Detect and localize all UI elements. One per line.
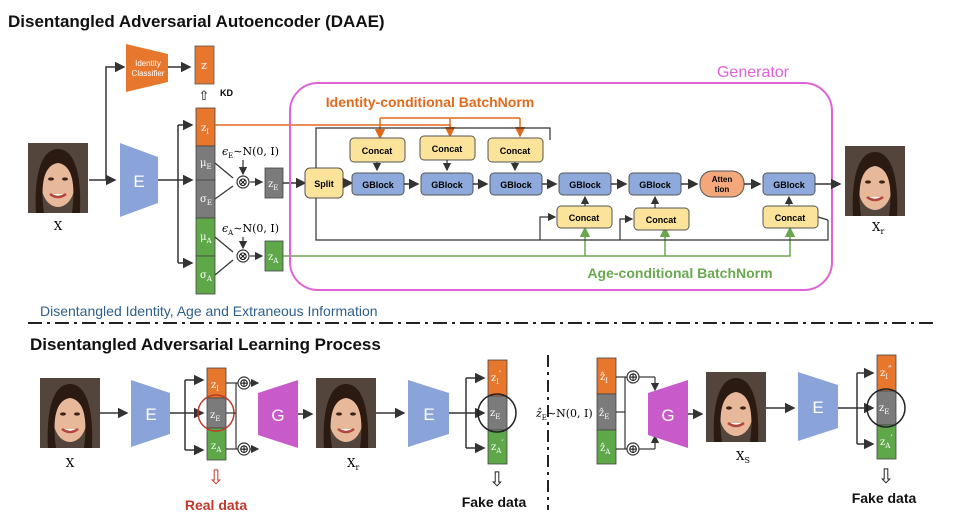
encoder-top-label: E [133,172,144,191]
svg-text:GBlock: GBlock [500,180,533,190]
process-title: Disentangled Adversarial Learning Proces… [30,335,381,354]
svg-text:⊗: ⊗ [238,249,248,263]
svg-text:⊕: ⊕ [239,376,249,390]
identity-classifier-label-1: Identity [135,59,161,68]
svg-text:GBlock: GBlock [362,180,395,190]
bottom-xr-face [314,376,378,450]
bottom-encoder-3 [798,372,838,441]
bl-zI-box [206,367,227,399]
latent-zI: zI [201,123,209,136]
svg-text:Concat: Concat [362,146,393,156]
bottom-xr-label: Xr [347,456,360,472]
svg-text:Concat: Concat [432,144,463,154]
svg-text:Concat: Concat [646,215,677,225]
main-title: Disentangled Adversarial Autoencoder (DA… [8,12,385,31]
br-zhatA-box [596,429,617,465]
svg-text:⊕: ⊕ [628,370,638,384]
age-bn-label: Age-conditional BatchNorm [587,265,772,281]
input-face-image [26,141,90,215]
fake-data-label-2: Fake data [852,490,917,506]
latent-sigmaE: σE [200,194,212,207]
bottom-encoder-1 [131,380,170,447]
identity-bn-label: Identity-conditional BatchNorm [326,94,534,110]
svg-text:zA′: zA′ [491,439,504,455]
eps-A-label: ϵA∼N(0, I) [222,222,279,237]
kd-arrow-icon: ⇧ [199,88,210,103]
fake-data-circle-1 [477,393,517,433]
svg-text:GBlock: GBlock [639,180,672,190]
info-subtitle: Disentangled Identity, Age and Extraneou… [40,303,378,319]
concat-block-5 [633,207,690,231]
svg-text:Split: Split [314,179,334,189]
identity-z-box [194,45,215,85]
svg-text:tion: tion [715,185,730,194]
identity-z-label: z [201,59,207,72]
svg-text:G: G [271,406,284,425]
svg-text:ẑI: ẑI [600,372,608,385]
svg-text:Concat: Concat [569,213,600,223]
identity-classifier [126,44,168,92]
svg-text:⊕: ⊕ [239,442,249,456]
svg-text:zE: zE [490,408,500,421]
otimes-E-icon [236,175,250,189]
fake-data-circle-2 [866,388,906,428]
bl-zA-box [206,427,227,461]
generator-label: Generator [717,64,790,81]
fake-data-label-1: Fake data [462,494,527,510]
output-face-image [843,144,907,218]
svg-text:⊗: ⊗ [238,175,248,189]
svg-text:GBlock: GBlock [431,180,464,190]
svg-text:zI: zI [211,380,219,393]
bottom-generator-2 [648,380,688,448]
bottom-xs-label: XS [736,449,750,465]
svg-text:Concat: Concat [775,213,806,223]
svg-text:E: E [812,398,823,417]
bottom-encoder-2 [408,380,449,447]
svg-text:zA′: zA′ [880,434,893,450]
output-xr-label: Xr [872,220,885,236]
svg-text:GBlock: GBlock [773,180,806,190]
svg-text:zI′: zI′ [491,370,502,386]
eps-E-label: ϵE∼N(0, I) [222,145,279,160]
bottom-generator-1 [258,380,298,448]
f1-zA-box [487,429,508,465]
bottom-x-label: X [66,456,75,470]
real-data-label: Real data [185,497,247,513]
encoder-top [120,143,158,217]
svg-text:zI″: zI″ [880,365,892,381]
fake-arrow-icon-2: ⇩ [878,466,895,488]
svg-text:E: E [145,405,156,424]
bottom-xs-face [704,370,768,444]
zE-label: zE [268,179,278,192]
svg-text:G: G [661,406,674,425]
svg-text:GBlock: GBlock [569,180,602,190]
svg-text:⊕: ⊕ [628,442,638,456]
bottom-input-face [38,376,102,450]
real-arrow-icon: ⇩ [208,467,225,489]
identity-classifier-label-2: Classifier [132,69,165,78]
latent-muA: μA [200,232,213,245]
f2-zA-box [876,424,897,460]
svg-text:ẑE: ẑE [599,408,609,421]
zA-label: zA [268,252,279,265]
svg-text:ẑA: ẑA [600,443,611,456]
svg-text:E: E [423,405,434,424]
latent-muE: μE [200,158,212,171]
latent-sigmaA: σA [200,270,213,283]
fake-arrow-icon-1: ⇩ [489,469,506,491]
zhat-E-dist-label: ẑE∼N(0, I) [535,407,593,422]
latent-column [195,107,216,295]
kd-label: KD [220,88,233,98]
input-x-label: X [54,219,63,233]
svg-text:Atten: Atten [712,175,733,184]
svg-text:zE: zE [210,410,220,423]
otimes-A-icon [236,249,250,263]
svg-text:zE: zE [879,403,889,416]
svg-text:Concat: Concat [500,146,531,156]
svg-text:zA: zA [211,441,222,454]
